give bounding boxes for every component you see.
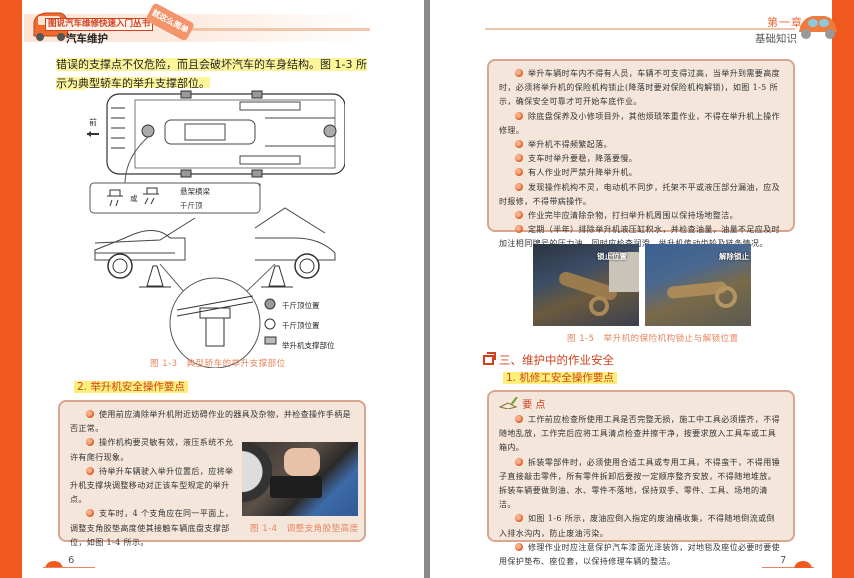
- box-item: 支车时举升要稳，降落要慢。: [499, 152, 783, 166]
- key-point-item: 拆装零部件时，必须使用合适工具或专用工具，不得蛮干，不得用锤子直接敲击零件，所有…: [499, 457, 780, 510]
- box-item: 支车时，4 个支角应在同一平面上，调整支角胶垫高度使其接触车辆底盘支撑部位，如图…: [70, 509, 234, 547]
- box-item: 待举升车辆驶入举升位置后，应将举升机支撑块调整移动对正该车型规定的举升点。: [70, 466, 234, 505]
- photo-lock-position: 锁止位置: [533, 244, 639, 326]
- page-number-rule: [762, 567, 814, 568]
- key-point-item: 工作前应检查所使用工具是否完整无损，施工中工具必须摆齐，不得随地乱放，工作完后应…: [499, 415, 780, 453]
- box-item: 操作机构要灵敏有效，液压系统不允许有爬行现象。: [70, 438, 234, 462]
- lock-position-label: 锁止位置: [597, 252, 627, 261]
- bullet-icon: [86, 410, 94, 418]
- box-item: 定期（半年）排除举升机液压缸积水，并检查油量，油量不足应及时加注相同牌号的压力油…: [499, 225, 780, 249]
- header-rule: [485, 28, 795, 30]
- header-rule: [190, 28, 370, 31]
- page-number-left: 6: [68, 555, 75, 566]
- bullet-icon: [515, 182, 523, 191]
- page-number-car-icon: [45, 561, 63, 568]
- right-accent-strip: [832, 0, 854, 578]
- section-heading-maintenance-safety: 三、维护中的作业安全: [483, 352, 614, 368]
- box-item: 举升机不得频繁起落。: [499, 138, 783, 152]
- photo-adjust-pad: [242, 442, 358, 516]
- bullet-icon: [86, 466, 94, 475]
- page-number-rule: [43, 567, 95, 568]
- svg-text:悬架横梁: 悬架横梁: [180, 186, 210, 196]
- bullet-icon: [515, 140, 523, 149]
- subheading-mechanic-safety: 1. 机修工安全操作要点: [503, 370, 617, 385]
- bullet-icon: [515, 211, 523, 220]
- book-series-label: 图说汽车维修快速入门丛书: [45, 18, 154, 31]
- lift-operation-box: 举升车辆时车内不得有人员，车辆不可支得过高，当举升到需要高度时，必须将举升机的保…: [487, 59, 795, 248]
- svg-text:千斤顶: 千斤顶: [180, 200, 203, 210]
- photo-unlock-position: 解除锁止: [645, 244, 751, 326]
- lift-safety-box: 使用前应清除举升机附近妨碍作业的器具及杂物，并检查操作手柄是否正常。 操作机构要…: [58, 400, 366, 547]
- left-page: 图说汽车维修快速入门丛书 汽车维护 就这么简单 错误的支撑点不仅危险，而且会破坏…: [0, 0, 376, 578]
- box-item: 作业完毕应清除杂物，打扫举升机周围以保持场地整洁。: [499, 209, 783, 223]
- bullet-icon: [515, 457, 523, 466]
- key-point-item: 修理作业时应注意保护汽车漆面光泽装饰，对地毯及座位必要时要使用保护垫布、座位套，…: [499, 542, 780, 567]
- front-label: 前: [89, 117, 97, 127]
- subheading-lift-safety: 2. 举升机安全操作要点: [74, 379, 188, 394]
- bullet-icon: [86, 438, 94, 447]
- key-point-item: 如图 1-6 所示，废油应倒入指定的废油桶收集，不得随地倒流或倒入排水沟内，防止…: [499, 514, 775, 538]
- box-item: 举升车辆时车内不得有人员，车辆不可支得过高，当举升到需要高度时，必须将举升机的保…: [499, 69, 780, 107]
- section-icon: [483, 352, 496, 365]
- chapter-label: 第一章: [767, 16, 803, 29]
- page-number-right: 7: [780, 555, 787, 566]
- bullet-icon: [515, 415, 523, 423]
- intro-text: 错误的支撑点不仅危险，而且会破坏汽车的车身结构。图 1-3 所示为典型轿车的举升…: [56, 58, 367, 90]
- notebook-pen-icon: [498, 396, 518, 410]
- right-page: 第一章 基础知识 举升车辆时车内不得有人员，车辆不可支得过高，当举升到需要高度时…: [427, 0, 854, 578]
- legend-jack-filled: 千斤顶位置: [282, 301, 320, 310]
- key-points-box: 要 点 工作前应检查所使用工具是否完整无损，施工中工具必须摆齐，不得随地乱放，工…: [487, 390, 795, 566]
- car-mascot-icon: [799, 16, 837, 39]
- left-accent-strip: [0, 0, 22, 578]
- bullet-icon: [515, 111, 523, 120]
- key-points-title: 要 点: [498, 396, 783, 411]
- chapter-subtitle: 基础知识: [755, 33, 797, 45]
- legend-jack-open: 千斤顶位置: [282, 321, 320, 330]
- book-title: 汽车维护: [66, 33, 108, 45]
- intro-paragraph: 错误的支撑点不仅危险，而且会破坏汽车的车身结构。图 1-3 所示为典型轿车的举升…: [56, 55, 376, 93]
- unlock-position-label: 解除锁止: [719, 252, 749, 261]
- box-item: 有人作业时严禁升降举升机。: [499, 166, 783, 180]
- bullet-icon: [515, 542, 523, 551]
- figure-1-5-caption: 图 1-5 举升机的保险机构锁止与解锁位置: [567, 334, 739, 344]
- box-item: 发现操作机构不灵，电动机不同步，托架不平或液压部分漏油，应及时报修，不得带病操作…: [499, 182, 780, 206]
- page-number-car-icon: [794, 561, 812, 568]
- bullet-icon: [515, 69, 523, 77]
- box-item: 使用前应清除举升机附近妨碍作业的器具及杂物，并检查操作手柄是否正常。: [70, 410, 351, 434]
- book-gutter: [424, 0, 430, 578]
- bullet-icon: [515, 154, 523, 163]
- inset-or-label: 或: [130, 193, 138, 203]
- bullet-icon: [515, 514, 523, 523]
- bullet-icon: [86, 509, 94, 518]
- bullet-icon: [515, 225, 523, 234]
- legend-lift-support: 举升机支撑部位: [282, 341, 335, 350]
- box-item: 除底盘保养及小修项目外，其他烦琐笨重作业，不得在举升机上操作修理。: [499, 111, 780, 135]
- lift-support-diagram: 前 或 悬架横梁 千斤顶: [85, 88, 345, 368]
- bullet-icon: [515, 168, 523, 177]
- figure-1-3-caption: 图 1-3 典型轿车的举升支撑部位: [150, 359, 286, 369]
- figure-1-4-caption: 图 1-4 调整支角胶垫高度: [250, 524, 359, 534]
